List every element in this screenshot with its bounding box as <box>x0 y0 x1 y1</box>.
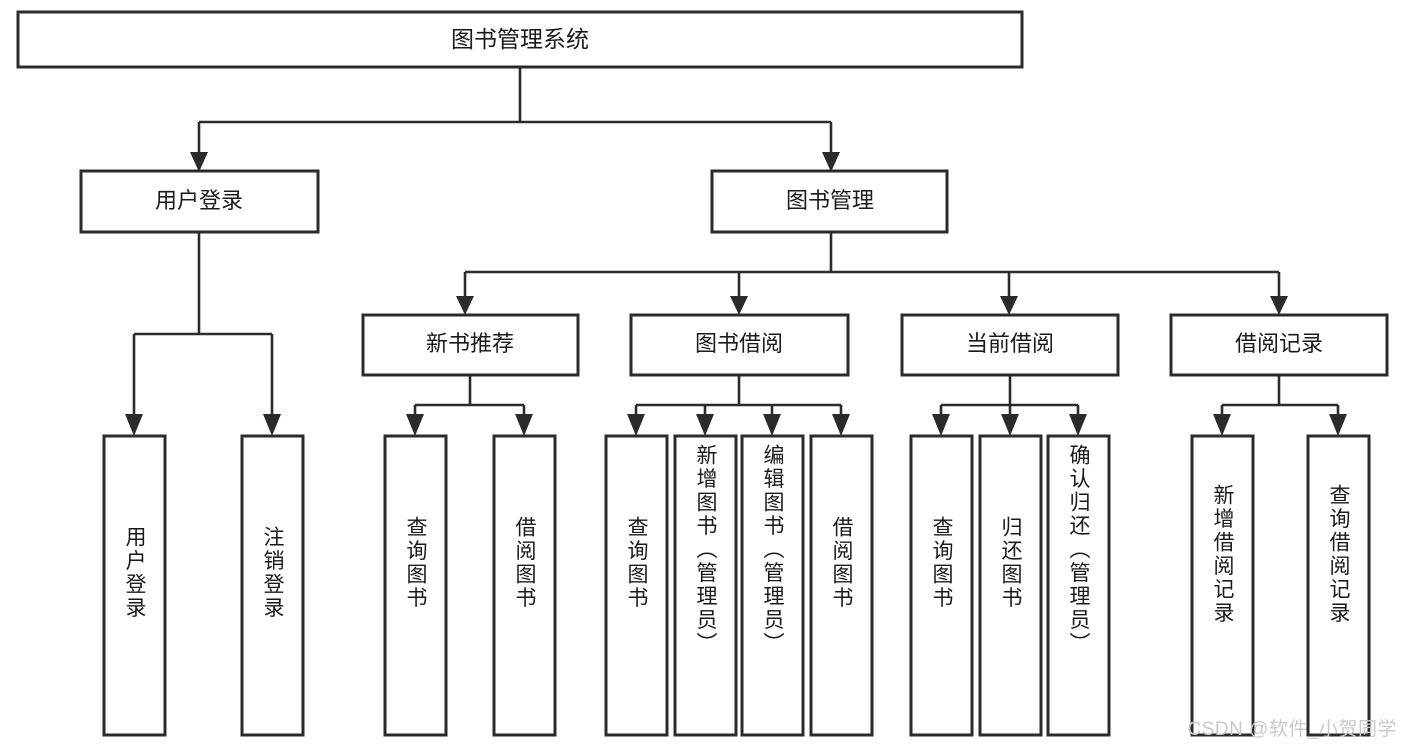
arrowhead-new-book <box>456 296 474 315</box>
arrowhead-nb-leaf-1 <box>406 414 424 436</box>
leaf-box-new-book-1[interactable] <box>383 434 448 737</box>
arrowhead-borrow-record <box>1270 296 1288 315</box>
node-root-box[interactable] <box>16 10 1024 69</box>
leaf-box-borrow-record-2[interactable] <box>1306 434 1371 737</box>
node-borrow-record[interactable]: 借阅记录 <box>1169 313 1389 377</box>
node-root-label: 图书管理系统 <box>451 26 589 52</box>
connector-layer <box>125 67 1347 436</box>
arrowhead-bb-leaf-4 <box>832 414 850 436</box>
arrowhead-leaf-user-login <box>125 414 143 436</box>
node-borrow-record-label: 借阅记录 <box>1235 331 1323 356</box>
leaf-box-borrow-record-1[interactable] <box>1190 434 1255 737</box>
arrowhead-nb-leaf-2 <box>515 414 533 436</box>
node-user-login-box[interactable] <box>79 169 320 234</box>
node-book-borrow-label: 图书借阅 <box>695 331 783 356</box>
arrowhead-cb-leaf-3 <box>1069 414 1087 436</box>
node-book-management[interactable]: 图书管理 <box>710 169 949 234</box>
node-new-book-recommend-box[interactable] <box>361 313 580 377</box>
arrowhead-br-leaf-2 <box>1329 414 1347 436</box>
node-book-management-box[interactable] <box>710 169 949 234</box>
arrowhead-cb-leaf-2 <box>1001 414 1019 436</box>
arrowhead-book-mgmt <box>822 152 840 172</box>
leaf-box-book-borrow-1[interactable] <box>604 434 669 737</box>
arrowhead-bb-leaf-2 <box>696 414 714 436</box>
node-layer: 图书管理系统 用户登录 图书管理 新书推荐 图书借阅 当前 <box>16 10 1389 737</box>
arrowhead-br-leaf-1 <box>1213 414 1231 436</box>
arrowhead-bb-leaf-3 <box>763 414 781 436</box>
node-borrow-record-box[interactable] <box>1169 313 1389 377</box>
arrowhead-book-borrow <box>730 296 748 315</box>
leaf-box-user-login-2[interactable] <box>240 434 305 737</box>
arrowhead-current-borrow <box>1000 296 1018 315</box>
arrowhead-leaf-logout <box>263 414 281 436</box>
leaf-box-current-borrow-1[interactable] <box>909 434 974 737</box>
leaf-box-book-borrow-4[interactable] <box>809 434 874 737</box>
node-current-borrow-box[interactable] <box>900 313 1120 377</box>
leaf-box-current-borrow-3[interactable] <box>1046 434 1111 737</box>
leaf-box-book-borrow-2[interactable] <box>673 434 738 737</box>
leaf-box-new-book-2[interactable] <box>492 434 557 737</box>
leaf-box-book-borrow-3[interactable] <box>740 434 805 737</box>
node-current-borrow[interactable]: 当前借阅 <box>900 313 1120 377</box>
node-user-login[interactable]: 用户登录 <box>79 169 320 234</box>
arrowhead-user-login <box>190 152 208 172</box>
node-new-book-recommend-label: 新书推荐 <box>426 331 514 356</box>
node-user-login-label: 用户登录 <box>155 188 243 213</box>
node-book-management-label: 图书管理 <box>786 188 874 213</box>
csdn-watermark: CSDN @软件_小贺同学 <box>1187 719 1397 740</box>
node-current-borrow-label: 当前借阅 <box>966 331 1054 356</box>
node-root[interactable]: 图书管理系统 <box>16 10 1024 69</box>
arrowhead-cb-leaf-1 <box>932 414 950 436</box>
node-new-book-recommend[interactable]: 新书推荐 <box>361 313 580 377</box>
leaf-box-current-borrow-2[interactable] <box>978 434 1043 737</box>
leaf-box-user-login-1[interactable] <box>102 434 167 737</box>
arrowhead-bb-leaf-1 <box>627 414 645 436</box>
node-book-borrow-box[interactable] <box>629 313 850 377</box>
node-book-borrow[interactable]: 图书借阅 <box>629 313 850 377</box>
